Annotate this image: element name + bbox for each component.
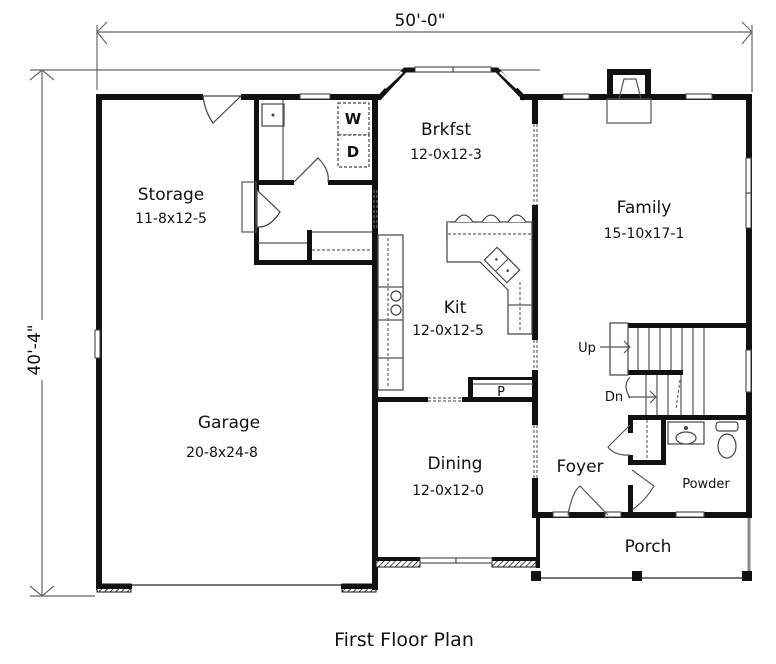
dryer-label: D bbox=[347, 143, 359, 161]
svg-text:Garage: Garage bbox=[198, 413, 260, 433]
svg-text:Foyer: Foyer bbox=[556, 457, 603, 477]
room-labels: Storage 11-8x12-5 Garage 20-8x24-8 Brkfs… bbox=[135, 120, 730, 557]
stairs-area: Up Dn bbox=[567, 322, 752, 516]
room-family: Family 15-10x17-1 bbox=[604, 198, 685, 242]
room-powder: Powder bbox=[682, 477, 730, 492]
svg-text:Kit: Kit bbox=[444, 298, 467, 318]
svg-text:Family: Family bbox=[617, 198, 672, 218]
plan-title: First Floor Plan bbox=[334, 629, 474, 651]
room-dining: Dining 12-0x12-0 bbox=[412, 454, 484, 499]
room-foyer: Foyer bbox=[556, 457, 603, 477]
svg-text:12-0x12-0: 12-0x12-0 bbox=[412, 483, 484, 499]
room-garage: Garage 20-8x24-8 bbox=[186, 413, 260, 461]
washer-label: W bbox=[345, 110, 362, 128]
svg-text:Storage: Storage bbox=[138, 185, 205, 205]
svg-text:Brkfst: Brkfst bbox=[421, 120, 471, 140]
room-kit: Kit 12-0x12-5 bbox=[412, 298, 484, 339]
pantry-label: P bbox=[497, 385, 505, 400]
svg-text:Dining: Dining bbox=[428, 454, 483, 474]
depth-dimension-label: 40'-4" bbox=[25, 324, 45, 375]
room-storage: Storage 11-8x12-5 bbox=[135, 185, 207, 227]
svg-text:Porch: Porch bbox=[625, 537, 672, 557]
kitchen-fixtures bbox=[377, 214, 533, 391]
stairs-down-label: Dn bbox=[605, 390, 623, 405]
svg-text:15-10x17-1: 15-10x17-1 bbox=[604, 226, 685, 242]
interior-walls: W D P bbox=[94, 93, 536, 402]
stairs-up-label: Up bbox=[578, 341, 596, 356]
svg-text:12-0x12-3: 12-0x12-3 bbox=[410, 147, 482, 163]
width-dimension: 50'-0" bbox=[96, 8, 753, 92]
svg-text:Powder: Powder bbox=[682, 477, 730, 492]
room-brkfst: Brkfst 12-0x12-3 bbox=[410, 120, 482, 163]
width-dimension-label: 50'-0" bbox=[394, 11, 445, 31]
svg-text:12-0x12-5: 12-0x12-5 bbox=[412, 323, 484, 339]
room-porch: Porch bbox=[625, 537, 672, 557]
svg-text:11-8x12-5: 11-8x12-5 bbox=[135, 211, 207, 227]
svg-text:20-8x24-8: 20-8x24-8 bbox=[186, 445, 258, 461]
